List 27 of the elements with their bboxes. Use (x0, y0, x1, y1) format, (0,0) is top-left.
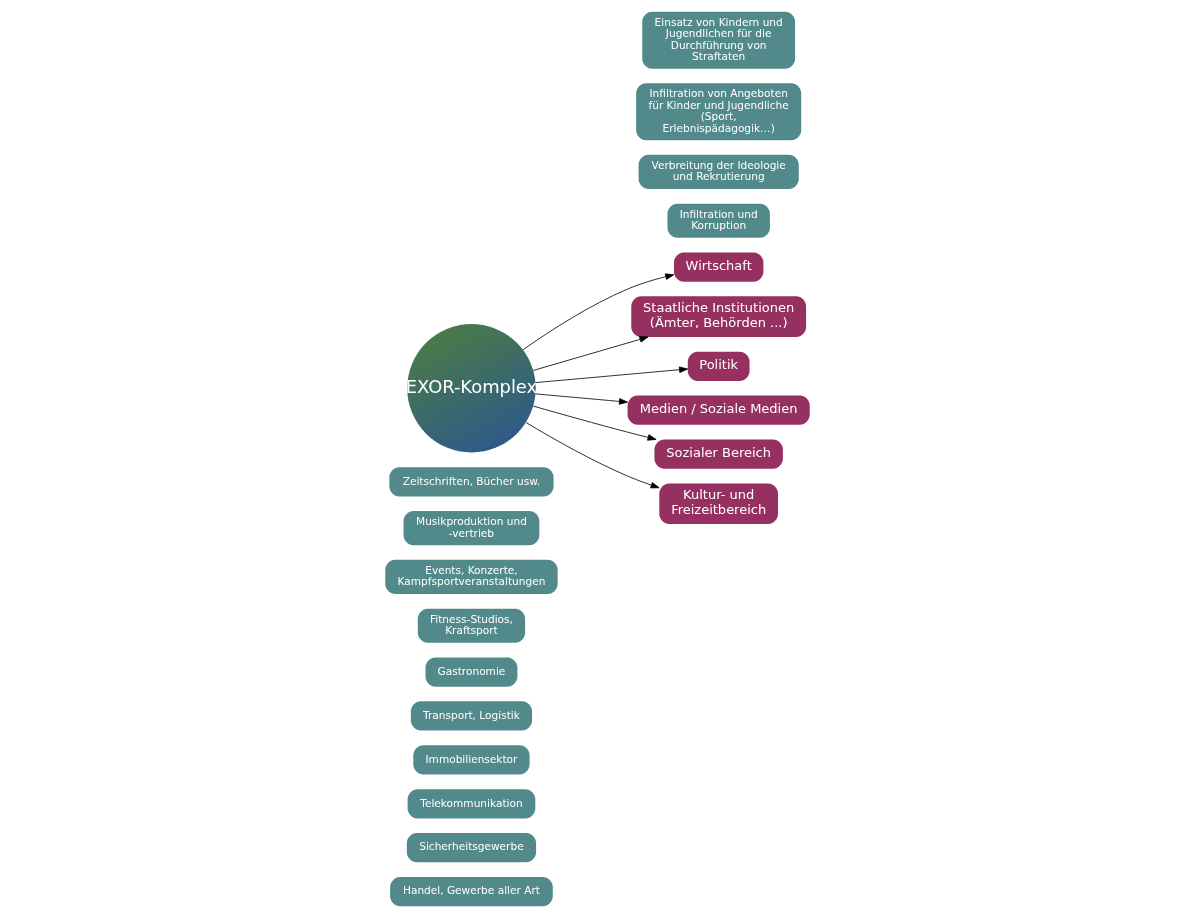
node-box: Sozialer Bereich (653, 439, 783, 469)
node-box: Events, Konzerte, Kampfsportveranstaltungen (384, 559, 558, 594)
node-box: Gastronomie (425, 657, 517, 687)
node-box: Transport, Logistik (410, 701, 532, 731)
arrow (534, 393, 628, 405)
node-box: Musikproduktion und -vertrieb (403, 511, 539, 546)
node-circle: EXOR-Komplex (406, 324, 536, 453)
arrow (522, 273, 674, 351)
node-box: Immobiliensektor (412, 745, 530, 775)
node-box: Zeitschriften, Bücher usw. (388, 467, 554, 497)
node-box: Einsatz von Kindern und Jugendlichen für die Durchführung von Straftaten (641, 11, 795, 69)
arrow (532, 336, 648, 371)
node-box: Kultur- und Freizeitbereich (658, 483, 778, 525)
node-box: Sicherheitsgewerbe (406, 833, 536, 863)
node-box: Staatliche Institutionen (Ämter, Behörden ...) (630, 296, 806, 337)
node-box: Politik (687, 351, 750, 381)
node-box: Wirtschaft (673, 252, 763, 282)
arrow (525, 422, 660, 489)
arrow (534, 366, 688, 383)
node-box: Infiltration von Angeboten für Kinder und Jugendliche (Sport, Erlebnispädagogik…) (635, 83, 801, 141)
node-box: Fitness-Studios, Kraftsport (417, 608, 525, 643)
node-box: Verbreitung der Ideologie und Rekrutierung (638, 154, 799, 189)
arrow (532, 405, 656, 441)
node-box: Medien / Soziale Medien (627, 395, 810, 425)
node-box: Telekommunikation (407, 789, 535, 819)
node-box: Infiltration und Korruption (666, 203, 770, 238)
node-box: Handel, Gewerbe aller Art (389, 877, 553, 907)
